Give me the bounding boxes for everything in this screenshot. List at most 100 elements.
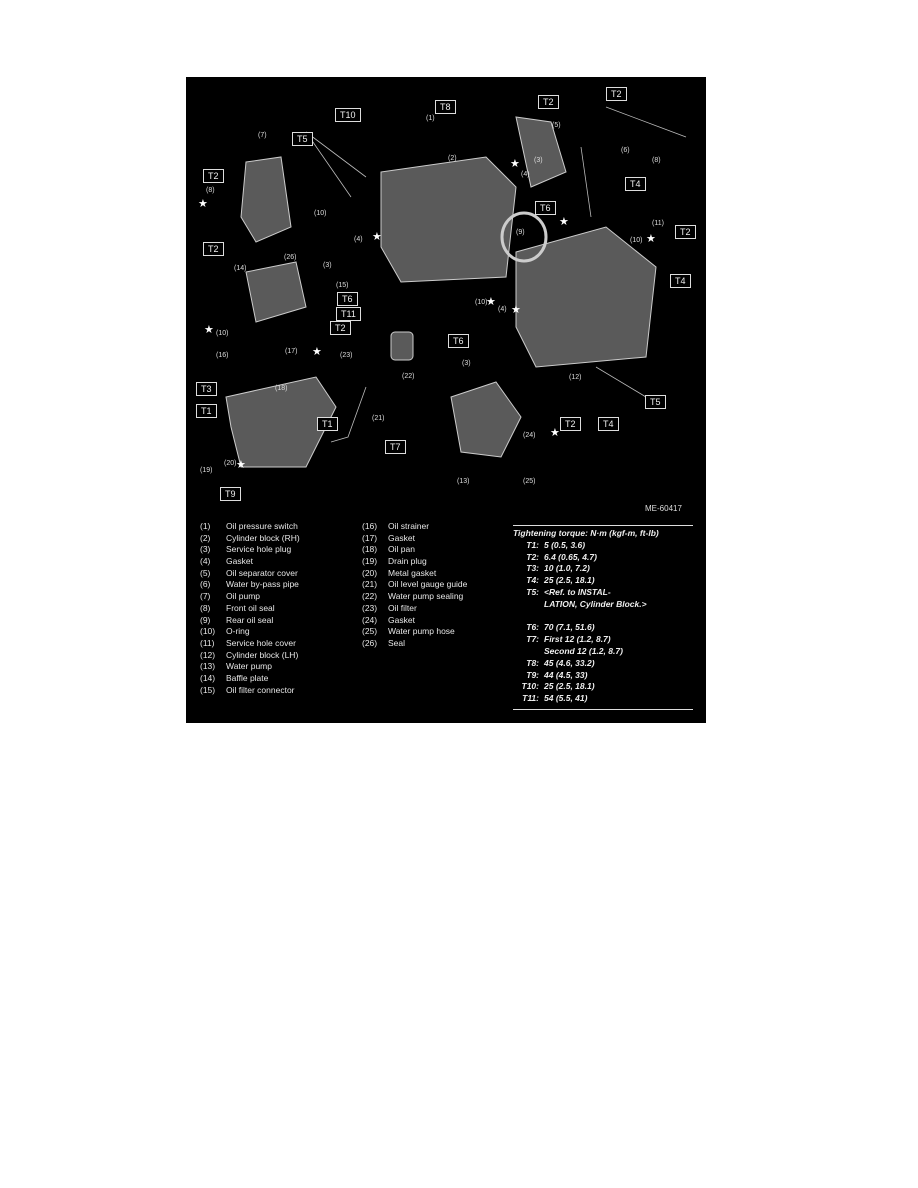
- legend-item-label: Baffle plate: [226, 672, 269, 683]
- legend-item-number: (8): [200, 602, 211, 613]
- legend-item-label: Oil level gauge guide: [388, 579, 468, 590]
- legend-item: (17) Gasket: [362, 533, 467, 545]
- part-number: (3): [534, 157, 543, 164]
- legend-item: (21)Oil level gauge guide: [362, 579, 467, 591]
- torque-label: T6: [448, 334, 469, 348]
- legend-item: (7)Oil pump: [200, 591, 300, 603]
- part-number: (8): [206, 187, 215, 194]
- legend-item-number: (17): [362, 532, 378, 543]
- torque-value: 25 (2.5, 18.1): [544, 681, 595, 692]
- torque-label: T4: [625, 177, 646, 191]
- legend-item-number: (26): [362, 637, 378, 648]
- part-number: (14): [234, 265, 247, 272]
- star-icon: ★: [204, 324, 214, 336]
- torque-value: Second 12 (1.2, 8.7): [544, 645, 623, 656]
- legend-item-number: (12): [200, 649, 216, 660]
- part-number: (21): [372, 415, 385, 422]
- legend-item-number: (4): [200, 556, 211, 567]
- legend-item: (2)Cylinder block (RH): [200, 533, 300, 545]
- legend-item-label: Gasket: [226, 556, 253, 567]
- legend-item: (12)Cylinder block (LH): [200, 650, 300, 662]
- rear-oil-seal: [500, 211, 548, 263]
- legend-item-number: (6): [200, 579, 211, 590]
- torque-key: T11:: [522, 693, 539, 704]
- part-number: (13): [457, 478, 470, 485]
- legend-item: (6)Water by-pass pipe: [200, 579, 300, 591]
- legend-item-label: Water pump sealing: [388, 591, 464, 602]
- legend-item-label: Oil filter: [388, 602, 417, 613]
- legend-item: (15)Oil filter connector: [200, 685, 300, 697]
- torque-value: 5 (0.5, 3.6): [544, 539, 586, 550]
- part-number: (7): [258, 132, 267, 139]
- star-icon: ★: [486, 296, 496, 308]
- part-number: (24): [523, 432, 536, 439]
- torque-label: T8: [435, 100, 456, 114]
- legend-item: (26)Seal: [362, 638, 467, 650]
- legend-item-number: (22): [362, 591, 378, 602]
- part-number: (19): [200, 467, 213, 474]
- legend-item-number: (9): [200, 614, 211, 625]
- legend-item-number: (25): [362, 626, 378, 637]
- part-number: (2): [448, 155, 457, 162]
- legend-item: (8)Front oil seal: [200, 603, 300, 615]
- torque-label: T6: [337, 292, 358, 306]
- part-number: (10): [475, 299, 488, 306]
- oil-filter: [390, 331, 414, 361]
- torque-label: T7: [385, 440, 406, 454]
- part-number: (3): [323, 262, 332, 269]
- legend-item: (25)Water pump hose: [362, 626, 467, 638]
- torque-row: T6:70 (7.1, 51.6): [513, 622, 693, 634]
- torque-title: Tightening torque: N·m (kgf-m, ft-lb): [513, 528, 659, 538]
- legend-item: (14)Baffle plate: [200, 673, 300, 685]
- legend-item-number: (19): [362, 556, 378, 567]
- part-number: (4): [498, 306, 507, 313]
- legend-item-label: Service hole plug: [226, 544, 292, 555]
- star-icon: ★: [372, 231, 382, 243]
- torque-value: 10 (1.0, 7.2): [544, 563, 590, 574]
- star-icon: ★: [510, 158, 520, 170]
- torque-key: T6:: [526, 622, 539, 633]
- legend-item-label: Water pump: [226, 661, 272, 672]
- torque-label: T10: [335, 108, 361, 122]
- part-number: (1): [426, 115, 435, 122]
- legend-item: (5) Oil separator cover: [200, 568, 300, 580]
- torque-row: T7:First 12 (1.2, 8.7): [513, 634, 693, 646]
- legend-item-label: Gasket: [388, 532, 415, 543]
- torque-label: T2: [560, 417, 581, 431]
- torque-value: First 12 (1.2, 8.7): [544, 634, 611, 645]
- legend-item: (16)Oil strainer: [362, 521, 467, 533]
- tightening-torque-table: Tightening torque: N·m (kgf-m, ft-lb) T1…: [513, 525, 693, 710]
- legend-item-number: (10): [200, 626, 216, 637]
- torque-label: T11: [336, 307, 361, 321]
- part-number: (15): [336, 282, 349, 289]
- star-icon: ★: [511, 304, 521, 316]
- torque-value: 45 (4.6, 33.2): [544, 657, 595, 668]
- legend-item-label: Drain plug: [388, 556, 427, 567]
- torque-row: T2:6.4 (0.65, 4.7): [513, 552, 693, 564]
- legend-item: (4) Gasket: [200, 556, 300, 568]
- legend-item-label: Oil pump: [226, 591, 261, 602]
- part-number: (10): [630, 237, 643, 244]
- water-pump: [450, 381, 522, 458]
- legend-item-label: Service hole cover: [226, 637, 296, 648]
- oil-pan: [225, 376, 337, 468]
- torque-key: T1:: [526, 539, 539, 550]
- engine-diagram-drawing: [225, 106, 687, 468]
- legend-item-label: Oil strainer: [388, 521, 430, 531]
- star-icon: ★: [646, 233, 656, 245]
- legend-item-number: (18): [362, 544, 378, 555]
- torque-label: T5: [645, 395, 666, 409]
- star-icon: ★: [550, 427, 560, 439]
- legend-item: (9)Rear oil seal: [200, 615, 300, 627]
- torque-row: T11:54 (5.5, 41): [513, 693, 693, 705]
- torque-row: T3:10 (1.0, 7.2): [513, 563, 693, 575]
- legend-item: (3)Service hole plug: [200, 544, 300, 556]
- star-icon: ★: [236, 459, 246, 471]
- legend-item-label: Oil separator cover: [226, 567, 298, 578]
- torque-label: T1: [196, 404, 217, 418]
- part-number: (16): [216, 352, 229, 359]
- torque-label: T3: [196, 382, 217, 396]
- legend-item-number: (5): [200, 567, 211, 578]
- torque-value: <Ref. to INSTAL-: [544, 586, 611, 597]
